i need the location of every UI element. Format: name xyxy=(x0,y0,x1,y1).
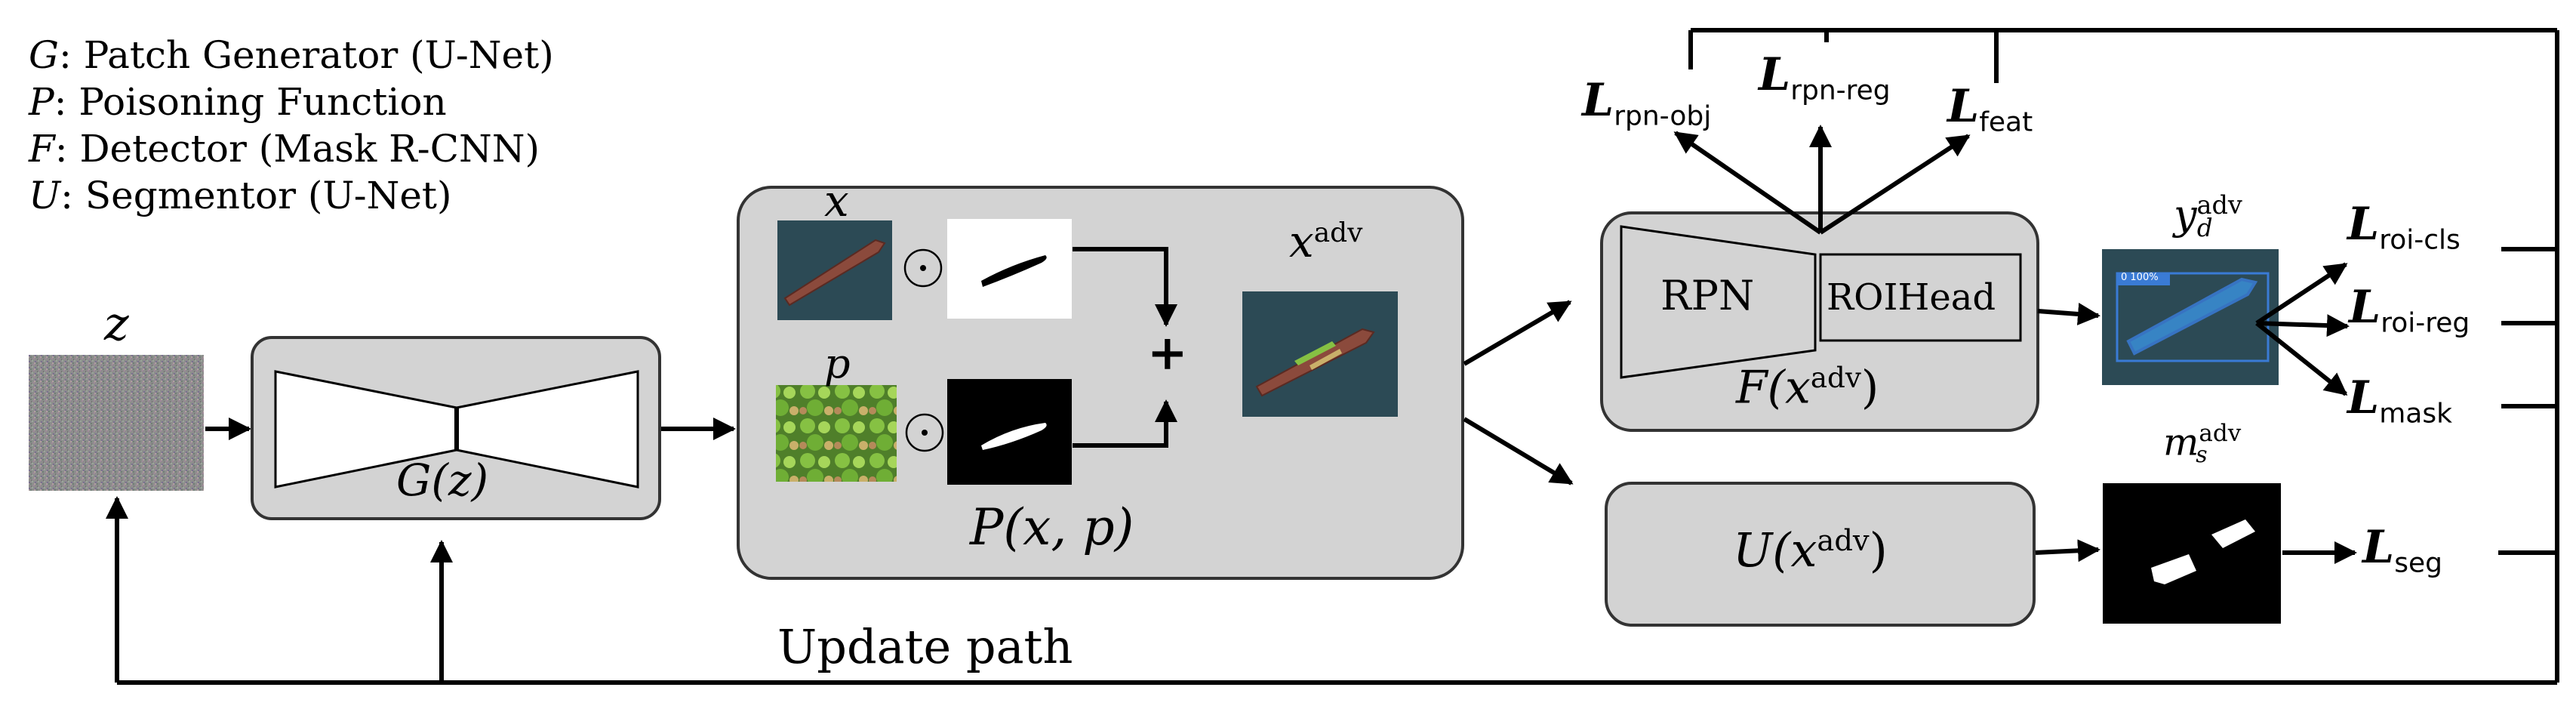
label-generator: G(z) xyxy=(396,455,489,506)
roihead-block xyxy=(1819,253,2022,342)
hadamard-op-top xyxy=(903,248,943,288)
input-image-x xyxy=(777,220,892,320)
adversarial-image xyxy=(1242,291,1398,417)
label-p: p xyxy=(824,340,851,387)
loss-mask: Lmask xyxy=(2347,371,2452,430)
mask-image-white xyxy=(947,219,1072,319)
detection-output-image xyxy=(2102,249,2279,385)
loss-roi-cls: Lroi-cls xyxy=(2347,198,2461,256)
arrow-to-detector xyxy=(1463,300,1572,366)
label-segmentor-func: U(xadv) xyxy=(1733,522,1888,578)
arrow-to-roi-reg xyxy=(2256,314,2350,337)
legend-item-generator: G: Patch Generator (U-Net) xyxy=(29,33,554,77)
label-poison-func: P(x, p) xyxy=(970,498,1134,556)
hadamard-op-bottom xyxy=(905,413,944,452)
arrow-to-mask xyxy=(2255,321,2348,396)
mask-image-black xyxy=(947,379,1072,485)
label-z: z xyxy=(104,296,129,351)
plus-operator: + xyxy=(1147,325,1188,381)
patch-image-p xyxy=(776,385,897,482)
loss-seg: Lseg xyxy=(2362,521,2442,579)
legend: G: Patch Generator (U-Net) P: Poisoning … xyxy=(29,32,554,219)
label-x-adv: xadv xyxy=(1289,216,1363,267)
arrow-to-roi-cls xyxy=(2255,262,2348,325)
loss-feat: Lfeat xyxy=(1947,80,2033,138)
arrow-segmentor-to-mask xyxy=(2035,539,2101,562)
label-roihead: ROIHead xyxy=(1827,276,1996,319)
loss-rpn-reg: Lrpn-reg xyxy=(1759,48,1891,106)
detection-confidence-label: 0 100% xyxy=(2121,272,2159,283)
arrow-top-to-plus xyxy=(1073,247,1177,327)
arrow-to-segmentor xyxy=(1463,417,1574,485)
arrow-detector-to-output xyxy=(2037,303,2101,325)
label-x: x xyxy=(824,175,849,227)
legend-item-poisoning: P: Poisoning Function xyxy=(29,80,447,124)
label-rpn: RPN xyxy=(1660,272,1755,319)
segmentor-box xyxy=(1605,482,2036,627)
legend-item-segmentor: U: Segmentor (U-Net) xyxy=(29,174,452,217)
label-y-d: yadvd xyxy=(2174,190,2242,242)
arrow-to-feat xyxy=(1819,134,1971,235)
label-update-path: Update path xyxy=(777,619,1073,674)
segmentation-output-image xyxy=(2103,483,2281,624)
loss-rpn-obj: Lrpn-obj xyxy=(1582,74,1712,132)
label-m-s: madvs xyxy=(2163,420,2242,468)
loss-roi-reg: Lroi-reg xyxy=(2349,281,2470,339)
arrow-bottom-to-plus xyxy=(1073,399,1177,448)
legend-item-detector: F: Detector (Mask R-CNN) xyxy=(29,127,540,171)
noise-image xyxy=(29,355,204,491)
label-detector-func: F(xadv) xyxy=(1736,361,1879,415)
arrow-to-rpn-obj xyxy=(1673,131,1822,235)
rpn-block xyxy=(1620,225,1817,379)
